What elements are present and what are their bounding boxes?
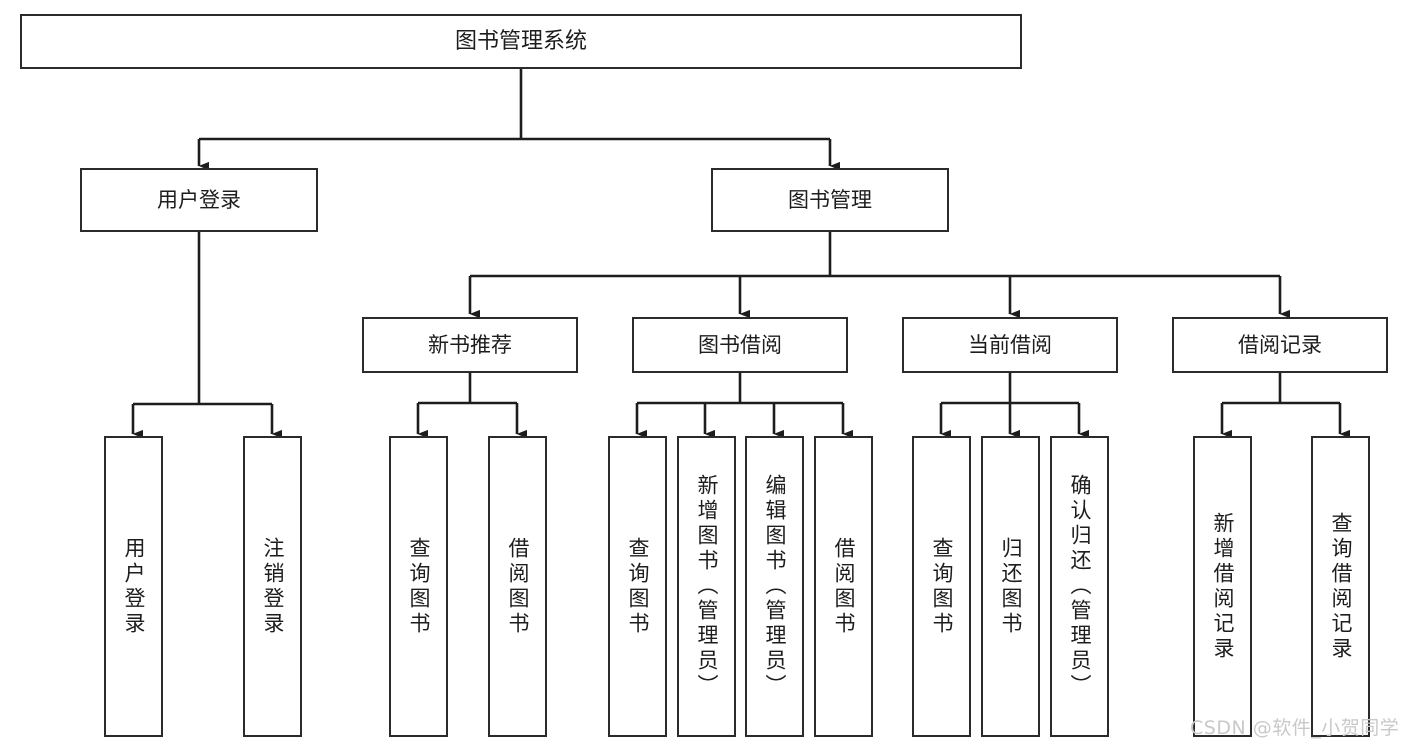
node-user-login[interactable]: 用户登录 [80, 168, 318, 232]
node-label: 新增图书（管理员） [695, 474, 719, 699]
node-label: 用户登录 [122, 536, 146, 637]
node-label: 查询图书 [407, 536, 431, 637]
node-label: 用户登录 [157, 187, 241, 212]
leaf-query-book-recommend[interactable]: 查询图书 [389, 436, 448, 737]
node-label: 注销登录 [261, 536, 285, 637]
node-label: 图书管理 [788, 187, 872, 212]
node-label: 查询借阅记录 [1329, 511, 1353, 662]
node-label: 借阅图书 [506, 536, 530, 637]
node-label: 查询图书 [930, 536, 954, 637]
node-label: 图书管理系统 [454, 28, 587, 54]
leaf-edit-book-admin[interactable]: 编辑图书（管理员） [745, 436, 804, 737]
node-label: 查询图书 [626, 536, 650, 637]
leaf-user-login[interactable]: 用户登录 [104, 436, 163, 737]
leaf-confirm-return-admin[interactable]: 确认归还（管理员） [1050, 436, 1109, 737]
node-label: 借阅记录 [1238, 332, 1322, 357]
leaf-return-book[interactable]: 归还图书 [981, 436, 1040, 737]
leaf-borrow-book[interactable]: 借阅图书 [814, 436, 873, 737]
leaf-add-book-admin[interactable]: 新增图书（管理员） [677, 436, 736, 737]
node-label: 借阅图书 [832, 536, 856, 637]
leaf-query-book-borrow[interactable]: 查询图书 [608, 436, 667, 737]
node-label: 当前借阅 [968, 332, 1052, 357]
node-label: 新书推荐 [428, 332, 512, 357]
node-root-system[interactable]: 图书管理系统 [20, 14, 1022, 69]
node-book-borrow[interactable]: 图书借阅 [632, 317, 848, 373]
leaf-borrow-book-recommend[interactable]: 借阅图书 [488, 436, 547, 737]
node-book-management[interactable]: 图书管理 [711, 168, 949, 232]
node-label: 归还图书 [999, 536, 1023, 637]
leaf-query-borrow-record[interactable]: 查询借阅记录 [1311, 436, 1370, 737]
leaf-add-borrow-record[interactable]: 新增借阅记录 [1193, 436, 1252, 737]
node-borrow-record[interactable]: 借阅记录 [1172, 317, 1388, 373]
node-label: 新增借阅记录 [1211, 511, 1235, 662]
watermark-text: CSDN @软件_小贺同学 [1190, 717, 1400, 739]
node-new-book-recommend[interactable]: 新书推荐 [362, 317, 578, 373]
node-current-borrow[interactable]: 当前借阅 [902, 317, 1118, 373]
node-label: 编辑图书（管理员） [763, 474, 787, 699]
leaf-logout[interactable]: 注销登录 [243, 436, 302, 737]
node-label: 确认归还（管理员） [1068, 474, 1092, 699]
leaf-query-book-current[interactable]: 查询图书 [912, 436, 971, 737]
node-label: 图书借阅 [698, 332, 782, 357]
